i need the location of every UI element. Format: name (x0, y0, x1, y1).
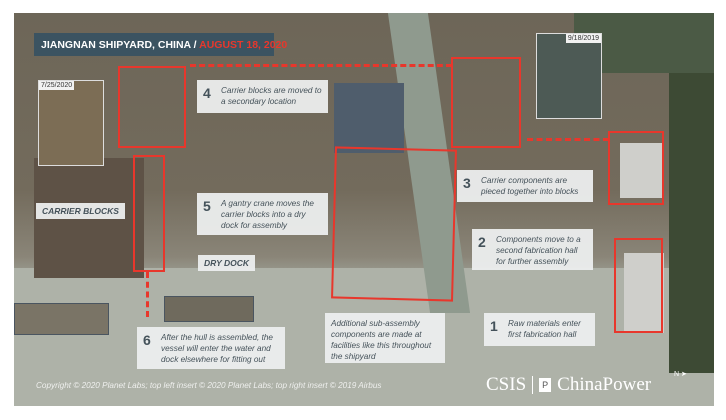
step-number: 3 (463, 175, 471, 191)
callout-3: 3 Carrier components are pieced together … (457, 170, 593, 202)
ship (14, 303, 109, 335)
step-text: Carrier blocks are moved to a secondary … (221, 86, 322, 107)
path-arrow (527, 138, 609, 141)
step-number: 6 (143, 332, 151, 348)
callout-1: 1 Raw materials enter first fabrication h… (484, 313, 595, 346)
callout-6: 6 After the hull is assembled, the vessel… (137, 327, 285, 369)
path-arrow (146, 272, 149, 317)
fields (669, 73, 714, 373)
step-text: Raw materials enter first fabrication ha… (508, 319, 581, 340)
chinapower-logo: ChinaPower (557, 374, 652, 395)
step-number: 4 (203, 85, 211, 101)
label-carrier-blocks: CARRIER BLOCKS (36, 203, 125, 219)
map-title: JIANGNAN SHIPYARD, CHINA / AUGUST 18, 20… (34, 33, 287, 56)
title-place: JIANGNAN SHIPYARD, CHINA / (41, 39, 200, 51)
north-arrow-icon: N ➤ (674, 371, 687, 378)
label-dry-dock: DRY DOCK (198, 255, 256, 271)
step-text: Components move to a second fabrication … (496, 235, 581, 267)
logo: CSIS P ChinaPower (486, 374, 651, 396)
step-number: 2 (478, 234, 486, 250)
inset-date: 7/25/2020 (39, 81, 75, 90)
hall-roof (620, 143, 662, 198)
ship (164, 296, 254, 322)
highlight-box-additional (331, 146, 457, 302)
path-arrow (190, 64, 452, 67)
inset-right: 9/18/2019 (536, 33, 602, 119)
callout-2: 2 Components move to a second fabrication… (472, 229, 593, 270)
note-text: Additional sub-assembly components are m… (331, 319, 432, 362)
copyright: Copyright © 2020 Planet Labs; top left i… (36, 381, 382, 390)
callout-4: 4 Carrier blocks are moved to a secondary… (197, 80, 328, 113)
highlight-box-3 (451, 57, 521, 148)
csis-logo: CSIS (486, 374, 527, 395)
highlight-box-2 (608, 131, 664, 205)
hall-roof (624, 253, 664, 333)
step-text: After the hull is assembled, the vessel … (161, 333, 273, 365)
callout-additional: Additional sub-assembly components are m… (325, 313, 445, 363)
highlight-box-5 (133, 155, 165, 272)
chinapower-icon: P (539, 378, 552, 392)
satellite-map: 7/25/2020 9/18/2019 JIANGNAN SHIPYARD, C… (14, 13, 714, 406)
inset-date: 9/18/2019 (565, 34, 601, 43)
title-date: AUGUST 18, 2020 (199, 39, 288, 51)
step-text: A gantry crane moves the carrier blocks … (221, 199, 314, 231)
highlight-box-4 (118, 66, 186, 148)
highlight-box-1 (614, 238, 663, 333)
building (334, 83, 404, 153)
step-number: 5 (203, 198, 211, 214)
step-text: Carrier components are pieced together i… (481, 176, 579, 197)
inset-left: 7/25/2020 (38, 80, 104, 166)
callout-5: 5 A gantry crane moves the carrier blocks… (197, 193, 328, 235)
step-number: 1 (490, 318, 498, 334)
